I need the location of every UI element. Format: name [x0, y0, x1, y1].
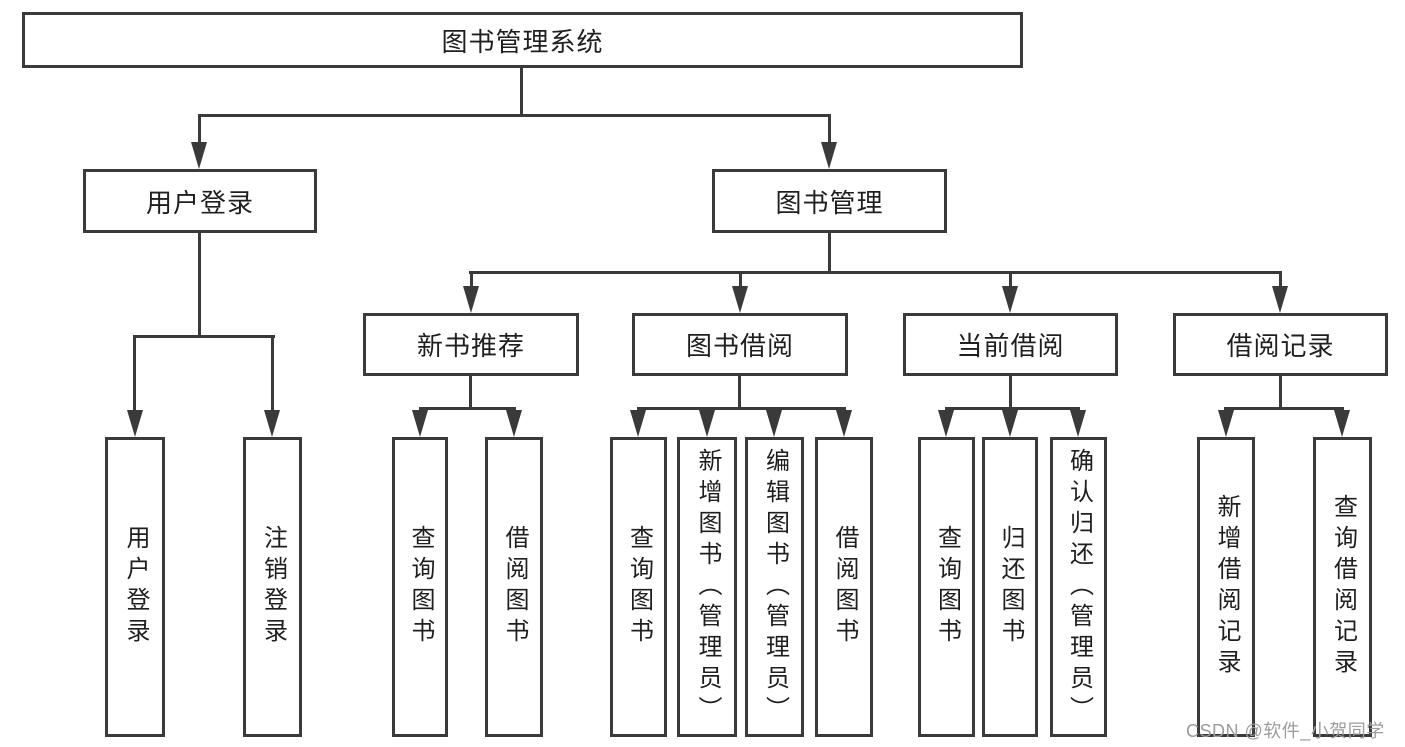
node-label: 借阅图书	[501, 525, 528, 649]
connector-line	[738, 376, 741, 409]
leaf-return-books: 归还图书	[982, 437, 1038, 737]
node-library-management-system: 图书管理系统	[22, 12, 1023, 68]
node-label: 用户登录	[145, 187, 254, 218]
leaf-user-login: 用户登录	[105, 437, 165, 737]
connector-line	[469, 376, 472, 409]
arrowhead	[699, 410, 715, 437]
connector-line	[637, 407, 846, 410]
connector-line	[945, 407, 1080, 410]
arrowhead	[412, 410, 428, 437]
arrowhead	[821, 142, 837, 169]
arrowhead	[1272, 286, 1288, 313]
connector-line	[828, 114, 831, 144]
connector-line	[1279, 271, 1282, 289]
leaf-add-borrow-record: 新增借阅记录	[1197, 437, 1255, 737]
leaf-borrow-books: 借阅图书	[815, 437, 873, 737]
connector-line	[469, 271, 1282, 274]
connector-line	[198, 114, 831, 117]
connector-line	[133, 335, 136, 411]
arrowhead	[1002, 286, 1018, 313]
connector-line	[1279, 376, 1282, 409]
connector-line	[198, 233, 201, 337]
connector-line	[739, 271, 742, 289]
connector-line	[1224, 407, 1344, 410]
arrowhead	[630, 410, 646, 437]
node-new-book-recommend: 新书推荐	[363, 313, 579, 376]
leaf-query-books-current: 查询图书	[918, 437, 975, 737]
node-label: 查询图书	[407, 525, 434, 649]
arrowhead	[1002, 410, 1018, 437]
arrowhead	[836, 410, 852, 437]
arrowhead	[506, 410, 522, 437]
leaf-edit-books-admin: 编辑图书（管理员）	[745, 437, 804, 737]
arrowhead	[127, 410, 143, 437]
node-label: 借阅记录	[1226, 331, 1335, 361]
leaf-query-borrow-record: 查询借阅记录	[1313, 437, 1372, 737]
node-label: 图书管理系统	[441, 26, 604, 57]
arrowhead	[191, 142, 207, 169]
node-label: 新增借阅记录	[1213, 494, 1240, 680]
connector-line	[520, 68, 523, 117]
node-current-borrowing: 当前借阅	[903, 313, 1118, 376]
node-label: 编辑图书（管理员）	[761, 447, 789, 727]
leaf-query-books-borrow: 查询图书	[610, 437, 667, 737]
arrowhead	[1218, 410, 1234, 437]
connector-line	[198, 114, 201, 144]
node-label: 归还图书	[997, 525, 1024, 649]
node-label: 注销登录	[259, 525, 287, 649]
arrowhead	[1334, 410, 1350, 437]
node-label: 借阅图书	[831, 525, 858, 649]
node-user-login: 用户登录	[83, 169, 317, 233]
node-label: 用户登录	[122, 525, 149, 649]
arrowhead	[732, 286, 748, 313]
node-label: 查询图书	[933, 525, 961, 649]
node-book-borrowing: 图书借阅	[632, 313, 848, 376]
connector-line	[133, 335, 275, 338]
node-label: 当前借阅	[956, 331, 1065, 361]
connector-line	[271, 335, 274, 411]
node-label: 确认归还（管理员）	[1065, 447, 1093, 727]
connector-line	[470, 271, 473, 289]
connector-line	[1009, 376, 1012, 409]
node-label: 新书推荐	[416, 331, 525, 361]
leaf-logout: 注销登录	[243, 437, 302, 737]
leaf-confirm-return-admin: 确认归还（管理员）	[1050, 437, 1107, 737]
node-label: 新增图书（管理员）	[694, 447, 721, 727]
leaf-add-books-admin: 新增图书（管理员）	[677, 437, 737, 737]
connector-line	[419, 407, 516, 410]
arrowhead	[938, 410, 954, 437]
connector-line	[1009, 271, 1012, 289]
arrowhead	[463, 286, 479, 313]
node-label: 查询借阅记录	[1329, 494, 1357, 680]
node-label: 图书借阅	[685, 331, 794, 361]
arrowhead	[1070, 410, 1086, 437]
node-label: 图书管理	[775, 187, 884, 218]
connector-line	[828, 233, 831, 273]
watermark: CSDN @软件_小贺同学	[1186, 721, 1385, 741]
leaf-query-books-recommend: 查询图书	[392, 437, 448, 737]
arrowhead	[766, 410, 782, 437]
arrowhead	[264, 410, 280, 437]
node-label: 查询图书	[625, 525, 653, 649]
node-book-management: 图书管理	[712, 169, 947, 233]
node-borrowing-records: 借阅记录	[1173, 313, 1388, 376]
leaf-borrow-books-recommend: 借阅图书	[485, 437, 543, 737]
